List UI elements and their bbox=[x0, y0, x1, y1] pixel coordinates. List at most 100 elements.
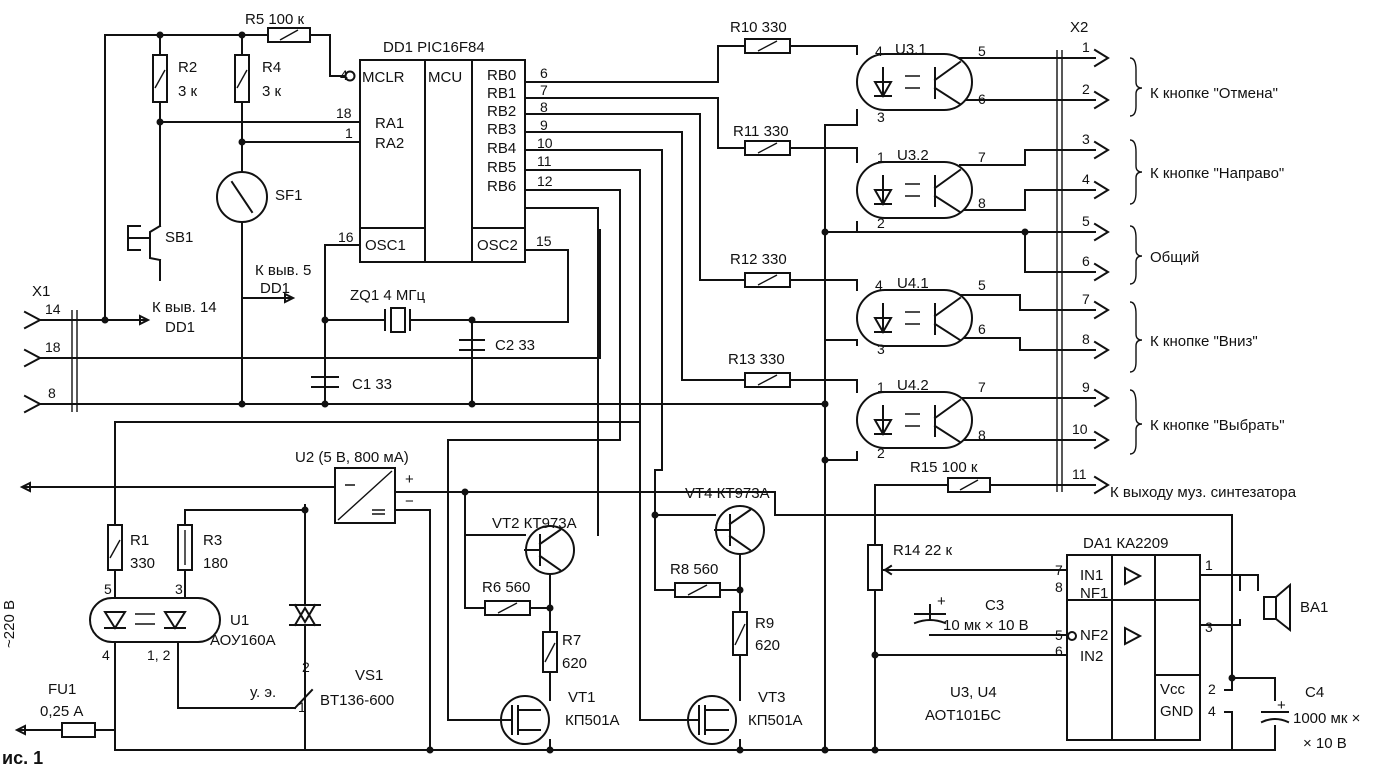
label-vybrat: К кнопке "Выбрать" bbox=[1150, 417, 1285, 434]
label-vniz: К кнопке "Вниз" bbox=[1150, 333, 1258, 350]
x2-pin-10: 10 bbox=[1072, 421, 1088, 437]
label-r3: R3 bbox=[203, 532, 222, 549]
label-figure: ис. 1 bbox=[2, 748, 43, 764]
label-dd1: DD1 PIC16F84 bbox=[383, 39, 485, 56]
optocoupler-u4-2 bbox=[856, 391, 973, 449]
resistor-r8 bbox=[674, 582, 721, 598]
resistor-r9 bbox=[732, 611, 748, 656]
pin-rb0: RB0 bbox=[487, 67, 516, 84]
u4-1-pin-4: 4 bbox=[875, 277, 883, 293]
u3-1-pin-6: 6 bbox=[978, 91, 986, 107]
pin-gnd: GND bbox=[1160, 703, 1194, 720]
label-u3-2: U3.2 bbox=[897, 147, 929, 164]
u4-2-pin-1: 1 bbox=[877, 379, 885, 395]
label-r1-value: 330 bbox=[130, 555, 155, 572]
label-r13: R13 330 bbox=[728, 351, 785, 368]
label-mcu: MCU bbox=[428, 69, 462, 86]
label-r9-value: 620 bbox=[755, 637, 780, 654]
capacitor-c4 bbox=[1260, 711, 1290, 724]
button-sb1 bbox=[127, 224, 162, 262]
label-r7-value: 620 bbox=[562, 655, 587, 672]
pin-vcc: Vcc bbox=[1160, 681, 1186, 698]
resistor-r1 bbox=[107, 524, 123, 571]
u1-pin-3: 3 bbox=[175, 581, 183, 597]
da1-pin-7: 7 bbox=[1055, 562, 1063, 578]
label-r11: R11 330 bbox=[733, 123, 789, 140]
wires bbox=[19, 34, 1276, 751]
labels: R5 100 к DD1 PIC16F84 R10 330 U3.1 X2 R2… bbox=[1, 11, 1360, 764]
label-minus-u2: − bbox=[405, 493, 414, 510]
x2-pin-1: 1 bbox=[1082, 39, 1090, 55]
label-c2: C2 33 bbox=[495, 337, 535, 354]
resistor-r10 bbox=[744, 38, 791, 54]
label-r2-value: 3 к bbox=[178, 83, 198, 100]
optocoupler-u1 bbox=[89, 597, 221, 643]
speaker-ba1 bbox=[1263, 582, 1291, 633]
x2-pin-11: 11 bbox=[1072, 466, 1087, 482]
label-plus-u2: + bbox=[405, 471, 414, 488]
u4-2-pin-7: 7 bbox=[978, 379, 986, 395]
transistors bbox=[289, 505, 765, 745]
label-sf1: SF1 bbox=[275, 187, 303, 204]
label-sb1: SB1 bbox=[165, 229, 193, 246]
x2-braces bbox=[1129, 57, 1143, 455]
connector-arrows bbox=[14, 48, 1110, 736]
label-u3-1: U3.1 bbox=[895, 41, 927, 58]
u4-2-pin-8: 8 bbox=[978, 427, 986, 443]
resistor-r4 bbox=[234, 54, 250, 103]
pin-num-18: 18 bbox=[336, 105, 352, 121]
x2-pin-8: 8 bbox=[1082, 331, 1090, 347]
pin-rb6: RB6 bbox=[487, 178, 516, 195]
amplifier-da1 bbox=[1066, 554, 1201, 741]
u3-1-pin-5: 5 bbox=[978, 43, 986, 59]
label-r14: R14 22 к bbox=[893, 542, 953, 559]
pin-ra2: RA2 bbox=[375, 135, 404, 152]
u3-2-pin-8: 8 bbox=[978, 195, 986, 211]
pin-rb2: RB2 bbox=[487, 103, 516, 120]
label-u1: U1 bbox=[230, 612, 249, 629]
transistor-vt4 bbox=[714, 505, 765, 555]
transistor-vt2 bbox=[524, 525, 575, 575]
u3-1-pin-3: 3 bbox=[877, 109, 885, 125]
u1-pin-1-2: 1, 2 bbox=[147, 647, 171, 663]
da1-pin-2: 2 bbox=[1208, 681, 1216, 697]
da1-pin-5: 5 bbox=[1055, 627, 1063, 643]
label-otmena: К кнопке "Отмена" bbox=[1150, 85, 1278, 102]
optocoupler-u3-2 bbox=[856, 161, 973, 219]
label-r5: R5 100 к bbox=[245, 11, 305, 28]
junction-dots bbox=[101, 31, 1236, 754]
optocouplers bbox=[89, 53, 973, 643]
label-k-vyv-5: К выв. 5 bbox=[255, 262, 311, 279]
crystal-zq1 bbox=[384, 307, 411, 333]
pin-nf1: NF1 bbox=[1080, 585, 1108, 602]
resistor-r12 bbox=[744, 272, 791, 288]
pin-num-10: 10 bbox=[537, 135, 553, 151]
pin-numbers: 4 18 1 6 7 8 9 10 11 12 16 15 14 18 8 1 … bbox=[45, 39, 1216, 719]
x2-pin-2: 2 bbox=[1082, 81, 1090, 97]
capacitor-c2 bbox=[459, 339, 485, 351]
u3-2-pin-2: 2 bbox=[877, 215, 885, 231]
label-c1: C1 33 bbox=[352, 376, 392, 393]
pin-rb4: RB4 bbox=[487, 140, 516, 157]
resistors bbox=[107, 27, 991, 673]
label-vs1: VS1 bbox=[355, 667, 383, 684]
resistor-r6 bbox=[484, 600, 531, 616]
vs1-pin-2: 2 bbox=[302, 659, 310, 675]
label-u4-2: U4.2 bbox=[897, 377, 929, 394]
u1-pin-5: 5 bbox=[104, 581, 112, 597]
pin-rb5: RB5 bbox=[487, 159, 516, 176]
u4-1-pin-3: 3 bbox=[877, 341, 885, 357]
x2-pin-3: 3 bbox=[1082, 131, 1090, 147]
u3-2-pin-1: 1 bbox=[877, 149, 885, 165]
x1-pin-14: 14 bbox=[45, 301, 61, 317]
x2-pin-4: 4 bbox=[1082, 171, 1090, 187]
label-vt2: VT2 КТ973А bbox=[492, 515, 577, 532]
capacitor-c3 bbox=[913, 613, 947, 625]
pin-num-1: 1 bbox=[345, 125, 353, 141]
capacitors bbox=[311, 339, 1290, 724]
label-vt3-value: КП501А bbox=[748, 712, 803, 729]
label-c3: C3 bbox=[985, 597, 1004, 614]
label-ba1: BA1 bbox=[1300, 599, 1328, 616]
pin-rb3: RB3 bbox=[487, 121, 516, 138]
